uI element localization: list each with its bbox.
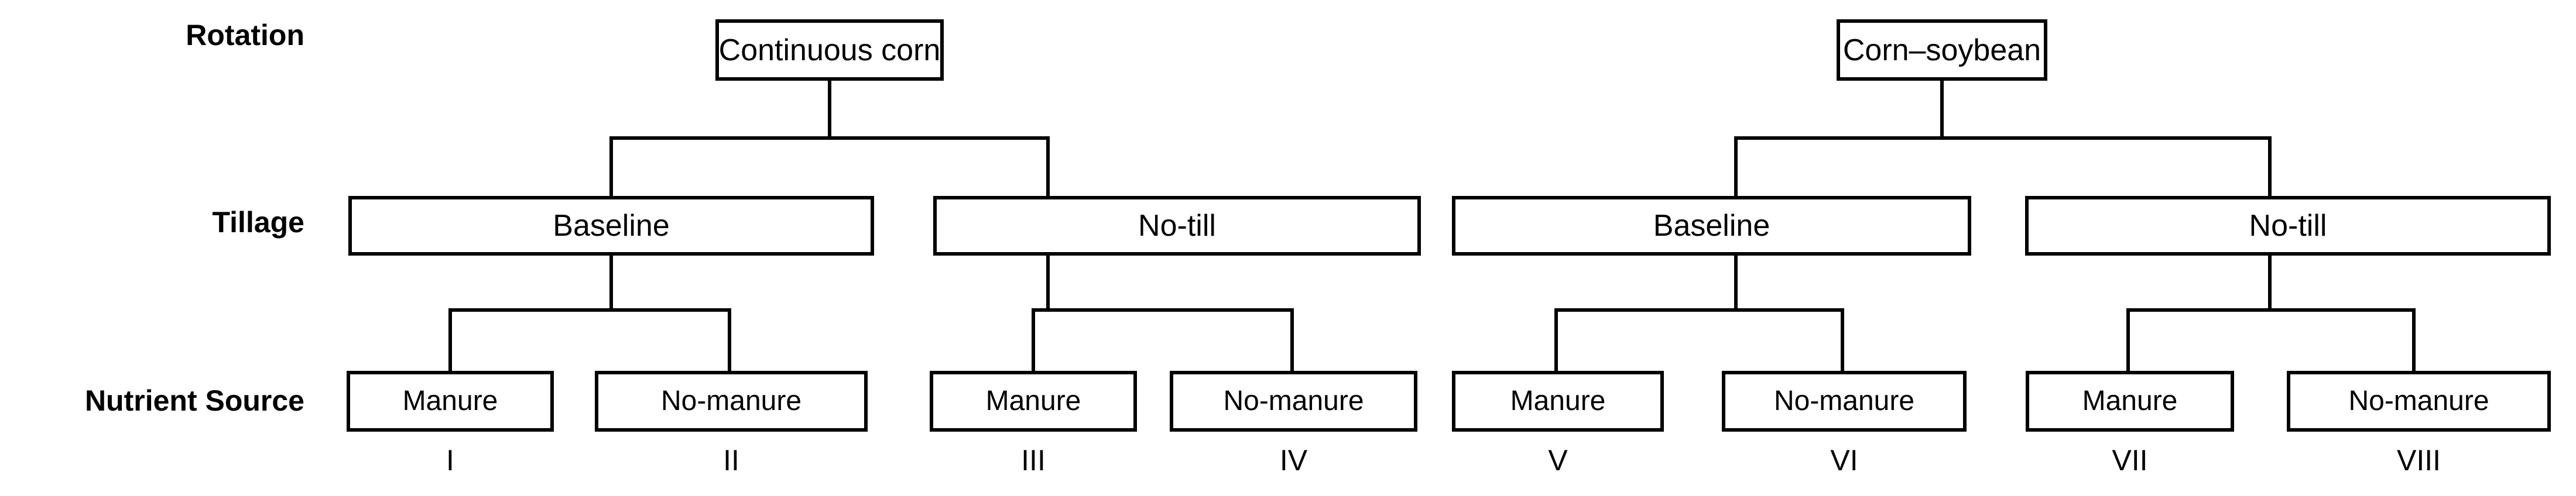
- treatment-caption-ns-3: III: [1021, 444, 1046, 477]
- treatment-caption-ns-5: V: [1548, 444, 1568, 477]
- nutrient-node-ns-7[interactable]: Manure: [2026, 371, 2234, 432]
- treatment-caption-ns-8: VIII: [2396, 444, 2441, 477]
- connector-bar-cs-baseline: [1554, 308, 1844, 312]
- tillage-node-cc-baseline[interactable]: Baseline: [348, 196, 874, 256]
- connector-bar-continuous-corn: [609, 136, 1050, 140]
- treatment-caption-ns-4: IV: [1279, 444, 1308, 477]
- connector-stem-cc-no-till: [1046, 256, 1050, 310]
- nutrient-node-ns-5[interactable]: Manure: [1452, 371, 1664, 432]
- connector-drop-cs-baseline: [1734, 136, 1738, 196]
- row-label-nutrient-source: Nutrient Source: [84, 384, 304, 417]
- connector-drop-cs-no-till: [2268, 136, 2272, 196]
- connector-drop-cc-no-till: [1046, 136, 1050, 196]
- nutrient-node-ns-2[interactable]: No-manure: [595, 371, 868, 432]
- connector-stem-continuous-corn: [828, 81, 831, 138]
- connector-bar-corn-soybean: [1734, 136, 2272, 140]
- tillage-node-cs-no-till[interactable]: No-till: [2025, 196, 2551, 256]
- row-label-rotation: Rotation: [186, 19, 304, 51]
- nutrient-node-ns-3[interactable]: Manure: [930, 371, 1137, 432]
- connector-drop-ns-6: [1841, 308, 1844, 371]
- connector-stem-corn-soybean: [1940, 81, 1944, 138]
- connector-drop-ns-3: [1032, 308, 1035, 371]
- treatment-caption-ns-6: VI: [1830, 444, 1858, 477]
- connector-stem-cs-no-till: [2268, 256, 2272, 310]
- row-label-tillage: Tillage: [212, 206, 304, 239]
- connector-bar-cs-no-till: [2126, 308, 2416, 312]
- connector-drop-ns-8: [2412, 308, 2416, 371]
- tillage-node-cc-no-till[interactable]: No-till: [933, 196, 1421, 256]
- connector-stem-cs-baseline: [1734, 256, 1738, 310]
- rotation-node-corn-soybean[interactable]: Corn–soybean: [1837, 19, 2047, 81]
- rotation-node-continuous-corn[interactable]: Continuous corn: [715, 19, 944, 81]
- treatment-caption-ns-2: II: [723, 444, 739, 477]
- connector-drop-cc-baseline: [609, 136, 613, 196]
- connector-drop-ns-5: [1554, 308, 1558, 371]
- connector-drop-ns-1: [448, 308, 452, 371]
- nutrient-node-ns-6[interactable]: No-manure: [1722, 371, 1967, 432]
- connector-drop-ns-4: [1290, 308, 1294, 371]
- tillage-node-cs-baseline[interactable]: Baseline: [1452, 196, 1971, 256]
- connector-drop-ns-7: [2126, 308, 2130, 371]
- connector-bar-cc-no-till: [1032, 308, 1294, 312]
- treatment-caption-ns-7: VII: [2112, 444, 2148, 477]
- connector-stem-cc-baseline: [609, 256, 613, 310]
- treatment-caption-ns-1: I: [446, 444, 454, 477]
- nutrient-node-ns-4[interactable]: No-manure: [1170, 371, 1417, 432]
- nutrient-node-ns-8[interactable]: No-manure: [2287, 371, 2551, 432]
- connector-drop-ns-2: [728, 308, 731, 371]
- nutrient-node-ns-1[interactable]: Manure: [347, 371, 554, 432]
- connector-bar-cc-baseline: [448, 308, 731, 312]
